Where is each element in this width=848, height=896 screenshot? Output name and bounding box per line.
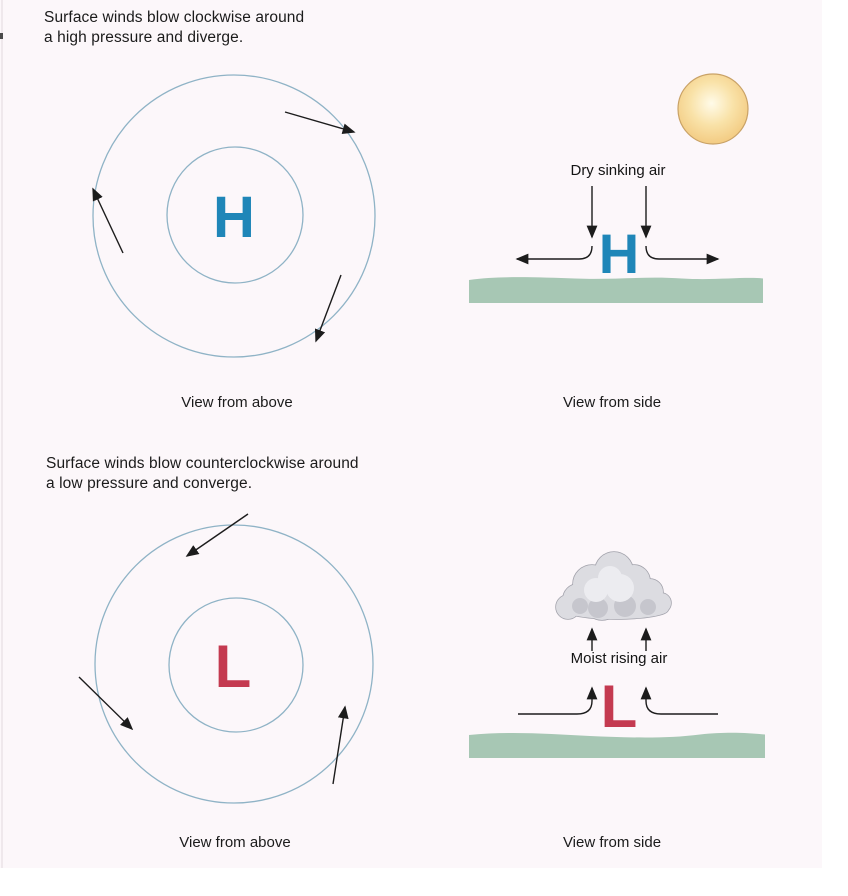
wind-arrow bbox=[332, 705, 349, 785]
converging-arrow bbox=[640, 686, 718, 715]
high-symbol-side-view: H bbox=[599, 222, 639, 285]
high-symbol-top-view: H bbox=[213, 185, 255, 250]
cloud-icon bbox=[555, 551, 672, 621]
low-top-view bbox=[94, 524, 374, 804]
wind-arrow bbox=[185, 513, 249, 557]
scan-edge-tick bbox=[0, 33, 3, 39]
ground-surface bbox=[469, 277, 763, 303]
low-symbol-top-view: L bbox=[215, 633, 252, 700]
outer-isobar-circle bbox=[92, 74, 376, 358]
high-pressure-heading: Surface winds blow clockwise around a hi… bbox=[44, 9, 305, 46]
converging-arrow bbox=[518, 686, 598, 715]
high-wind-arrows bbox=[92, 111, 356, 343]
low-side-view-caption: View from side bbox=[562, 834, 662, 851]
high-top-view bbox=[92, 74, 376, 358]
ground-surface bbox=[469, 732, 765, 758]
low-wind-arrows bbox=[78, 513, 349, 785]
high-top-view-caption: View from above bbox=[181, 394, 293, 411]
inner-isobar-circle bbox=[168, 597, 304, 733]
wind-arrow bbox=[92, 187, 124, 254]
moist-rising-air-label: Moist rising air bbox=[570, 650, 668, 667]
high-side-view-caption: View from side bbox=[562, 394, 662, 411]
scan-edge-line bbox=[1, 0, 3, 868]
wind-arrow bbox=[314, 274, 342, 343]
outer-isobar-circle bbox=[94, 524, 374, 804]
low-top-view-caption: View from above bbox=[179, 834, 291, 851]
rising-air-arrows bbox=[518, 627, 718, 715]
dry-sinking-air-label: Dry sinking air bbox=[570, 162, 666, 179]
sun-icon bbox=[677, 73, 749, 145]
page-background bbox=[0, 0, 822, 868]
low-symbol-side-view: L bbox=[601, 673, 638, 740]
sinking-air-arrows bbox=[515, 186, 720, 265]
inner-isobar-circle bbox=[166, 146, 304, 284]
wind-arrow bbox=[284, 111, 356, 135]
wind-arrow bbox=[78, 676, 134, 731]
diverging-arrow bbox=[645, 245, 720, 265]
diverging-arrow bbox=[515, 245, 593, 265]
low-pressure-heading: Surface winds blow counterclockwise arou… bbox=[46, 455, 359, 492]
